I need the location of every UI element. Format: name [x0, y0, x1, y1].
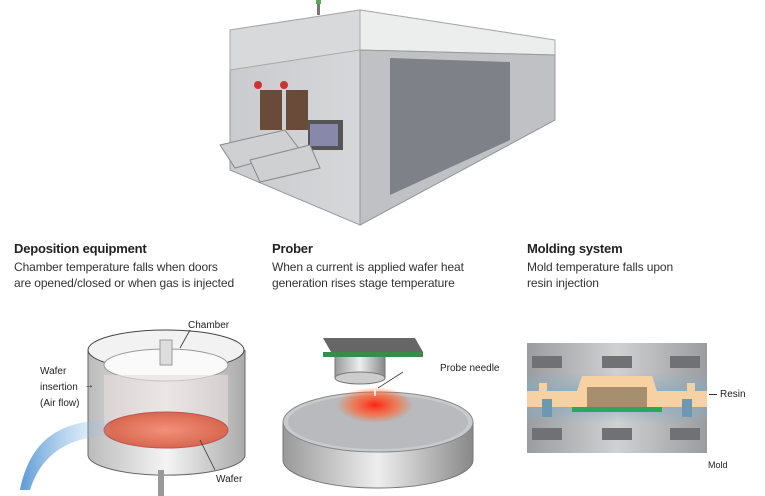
section-line: resin injection [527, 275, 599, 290]
chamber-diagram [20, 329, 246, 496]
molding-diagram [527, 343, 707, 453]
wafer-insertion-label: Wafer [40, 366, 67, 377]
section-line: Mold temperature falls upon [527, 260, 674, 274]
chamber-label: Chamber [188, 320, 230, 331]
section-line: generation rises stage temperature [272, 275, 455, 290]
wafer-insertion-label: (Air flow) [40, 398, 80, 409]
section-line: are opened/closed or when gas is injecte… [14, 275, 235, 290]
resin-pointer [709, 394, 717, 395]
wafer-label: Wafer [216, 474, 243, 485]
section-title: Molding system [527, 241, 623, 256]
section-deposition: Deposition equipment Chamber temperature… [14, 241, 234, 291]
resin-label: Resin [720, 389, 746, 400]
section-title: Prober [272, 241, 313, 256]
wafer-insertion-label: insertion [40, 382, 78, 393]
probe-needle-label: Probe needle [440, 363, 500, 374]
prober-diagram [282, 338, 474, 489]
section-prober: Prober When a current is applied wafer h… [272, 241, 464, 291]
mold-label: Mold [708, 460, 728, 470]
section-line: When a current is applied wafer heat [272, 260, 464, 274]
deposition-equipment-illustration [219, 0, 556, 226]
section-line: Chamber temperature falls when doors [14, 260, 218, 274]
section-molding: Molding system Mold temperature falls up… [527, 241, 673, 291]
section-title: Deposition equipment [14, 241, 147, 256]
arrow-icon: → [84, 380, 94, 391]
